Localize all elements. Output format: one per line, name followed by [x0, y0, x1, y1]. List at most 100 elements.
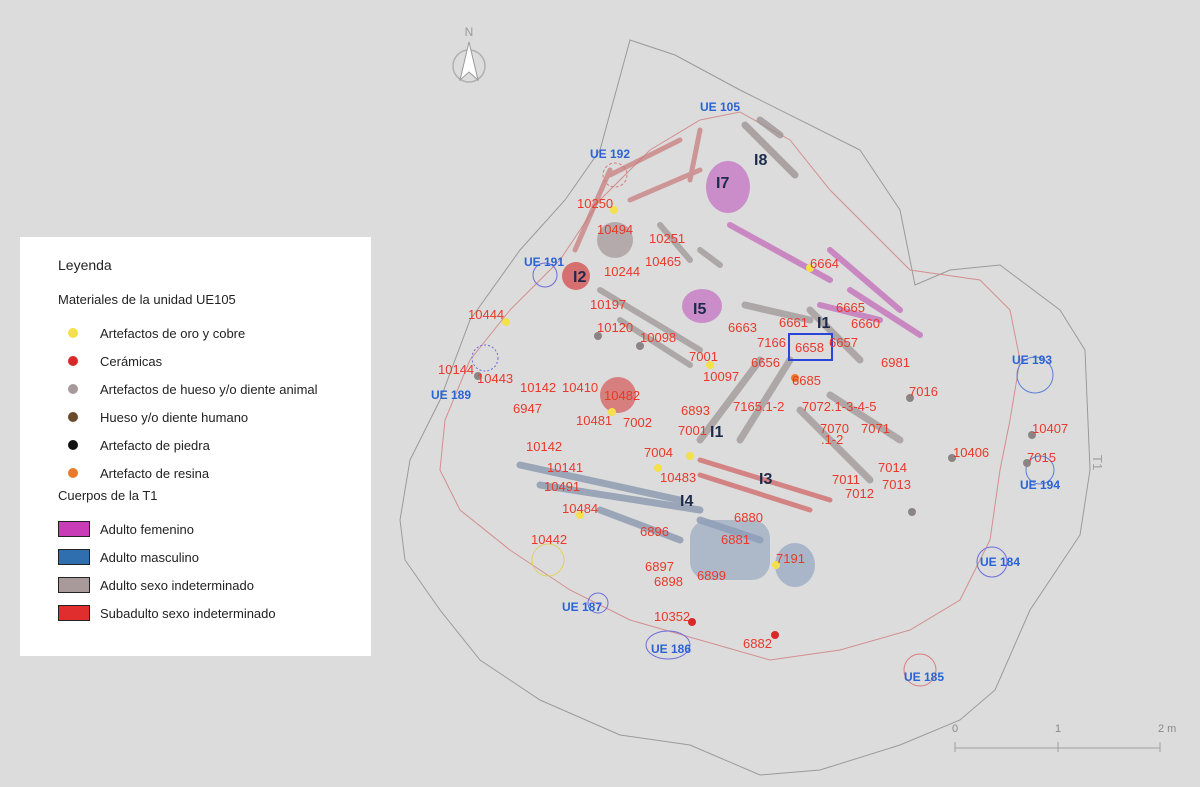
find-dot	[906, 394, 914, 402]
find-label: 7012	[845, 486, 874, 501]
legend-item-adult-female: Adulto femenino	[58, 515, 371, 543]
find-label: 10144	[438, 362, 474, 377]
legend-item-resin: Artefacto de resina	[58, 459, 371, 487]
find-label: 10406	[953, 445, 989, 460]
trench-outline	[399, 39, 1091, 776]
find-label: 6981	[881, 355, 910, 370]
ue189-feature	[471, 344, 499, 372]
resin-dot-icon	[68, 468, 78, 478]
find-dot	[654, 464, 662, 472]
find-label: 7072.1-3-4-5	[802, 399, 876, 414]
find-label: 10465	[645, 254, 681, 269]
skeleton-i3	[697, 457, 833, 513]
individual-label: I2	[573, 269, 586, 286]
find-label: .1-2	[821, 432, 843, 447]
find-label: 10407	[1032, 421, 1068, 436]
legend-item-label: Adulto masculino	[100, 549, 199, 565]
legend-item-label: Artefactos de hueso y/o diente animal	[100, 381, 318, 397]
ue192-feature	[602, 162, 628, 188]
ue-label: UE 105	[700, 100, 740, 114]
find-label: 10494	[597, 222, 633, 237]
ue-label: UE 191	[524, 255, 564, 269]
legend-item-stone: Artefacto de piedra	[58, 431, 371, 459]
find-label: 10244	[604, 264, 640, 279]
individual-label: I1	[710, 424, 723, 441]
trench-label: T1	[1090, 455, 1105, 470]
north-arrow-icon: N	[452, 25, 486, 83]
find-dot	[688, 618, 696, 626]
find-dot	[948, 454, 956, 462]
find-label: 10482	[604, 388, 640, 403]
find-label: 6893	[681, 403, 710, 418]
ue-label: UE 194	[1020, 478, 1060, 492]
find-label: 7004	[644, 445, 673, 460]
find-label: 6657	[829, 335, 858, 350]
ceramics-dot-icon	[68, 356, 78, 366]
skeleton-i7	[727, 222, 923, 338]
north-label: N	[465, 25, 474, 39]
find-dot	[771, 631, 779, 639]
ue184-feature	[976, 546, 1008, 578]
find-label: 10444	[468, 307, 504, 322]
find-dot	[636, 342, 644, 350]
find-label: 6881	[721, 532, 750, 547]
ue186-feature	[645, 630, 691, 660]
skull-i2	[562, 262, 590, 290]
find-label: 10197	[590, 297, 626, 312]
find-label: 7014	[878, 460, 907, 475]
stone-dot-icon	[68, 440, 78, 450]
find-label: 6661	[779, 315, 808, 330]
scale-bar: 0 1 2 m	[952, 723, 1176, 752]
find-dot	[1023, 459, 1031, 467]
skeleton-subadult-top	[572, 127, 703, 253]
find-label: 10098	[640, 330, 676, 345]
scale-tick-1: 1	[1055, 723, 1061, 735]
find-label: 10442	[531, 532, 567, 547]
find-label: 7015	[1027, 450, 1056, 465]
find-dot	[594, 332, 602, 340]
legend-title: Leyenda	[58, 257, 112, 273]
find-dot	[474, 372, 482, 380]
find-dot	[610, 206, 618, 214]
legend-item-label: Adulto sexo indeterminado	[100, 577, 254, 593]
ue193-feature	[1016, 356, 1054, 394]
skeleton-i8	[741, 116, 799, 179]
individual-label: I4	[680, 493, 693, 510]
legend-item-ceramics: Cerámicas	[58, 347, 371, 375]
legend-item-label: Artefactos de oro y cobre	[100, 325, 246, 341]
ue-label: UE 185	[904, 670, 944, 684]
legend-item-gold-copper: Artefactos de oro y cobre	[58, 319, 371, 347]
find-dot	[706, 361, 714, 369]
find-label: 6897	[645, 559, 674, 574]
find-label: 7191	[776, 551, 805, 566]
find-label: 10141	[547, 460, 583, 475]
legend-item-label: Adulto femenino	[100, 521, 194, 537]
adult-male-swatch	[58, 549, 90, 565]
find-label: 7002	[623, 415, 652, 430]
ue-label: UE 187	[562, 600, 602, 614]
find-label: 6898	[654, 574, 683, 589]
find-label: 10142	[526, 439, 562, 454]
skeleton-i1	[696, 301, 904, 484]
ue-label: UE 192	[590, 147, 630, 161]
find-dot	[1028, 431, 1036, 439]
find-label: 10142	[520, 380, 556, 395]
find-dot	[608, 408, 616, 416]
find-dot	[806, 264, 814, 272]
find-label: 6658	[795, 340, 824, 355]
ue-labels: UE 105 UE 192 UE 191 UE 189 UE 193 UE 19…	[431, 100, 1060, 684]
ue-label: UE 193	[1012, 353, 1052, 367]
find-label: 7166	[757, 335, 786, 350]
skull-i4	[775, 543, 815, 587]
scale-tick-2: 2 m	[1158, 723, 1176, 735]
find-label: 6896	[640, 524, 669, 539]
legend-item-label: Cerámicas	[100, 353, 163, 369]
find-label: 6899	[697, 568, 726, 583]
find-label: 6880	[734, 510, 763, 525]
skeleton-i5	[597, 222, 723, 368]
ue194-feature	[1025, 455, 1055, 485]
find-label: 6663	[728, 320, 757, 335]
find-label: 10481	[576, 413, 612, 428]
find-label: 7001	[689, 349, 718, 364]
